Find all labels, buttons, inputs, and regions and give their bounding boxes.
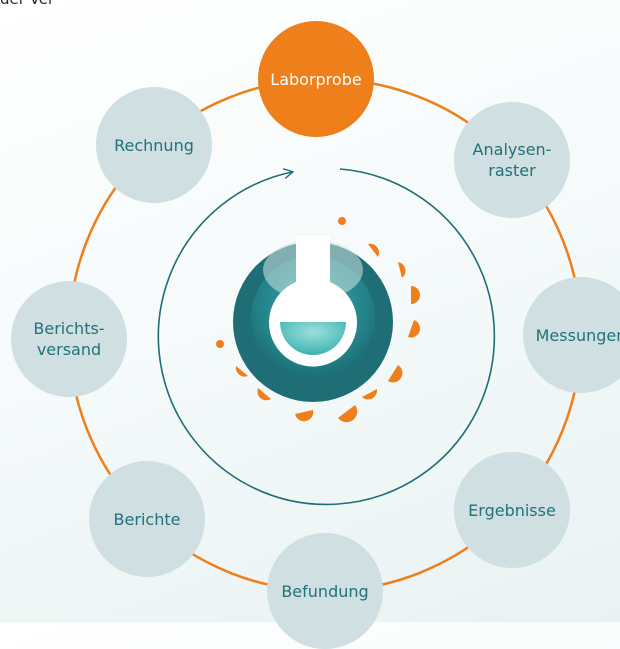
cycle-step-4[interactable]: Befundung: [267, 533, 383, 649]
cycle-step-3[interactable]: Ergebnisse: [454, 452, 570, 568]
bubble-decoration: [216, 217, 421, 423]
cycle-step-1[interactable]: Analysen- raster: [454, 102, 570, 218]
lab-cycle-diagram: [67, 77, 583, 593]
cycle-step-0[interactable]: Laborprobe: [258, 21, 374, 137]
cycle-step-5[interactable]: Berichte: [89, 461, 205, 577]
cycle-step-2[interactable]: Messungen: [523, 277, 620, 393]
header-cut-text: der Ver: [0, 0, 54, 8]
lab-flask-icon: [233, 236, 393, 402]
cycle-arrow: [157, 168, 496, 506]
cycle-step-7[interactable]: Rechnung: [96, 87, 212, 203]
cycle-step-6[interactable]: Berichts- versand: [11, 281, 127, 397]
